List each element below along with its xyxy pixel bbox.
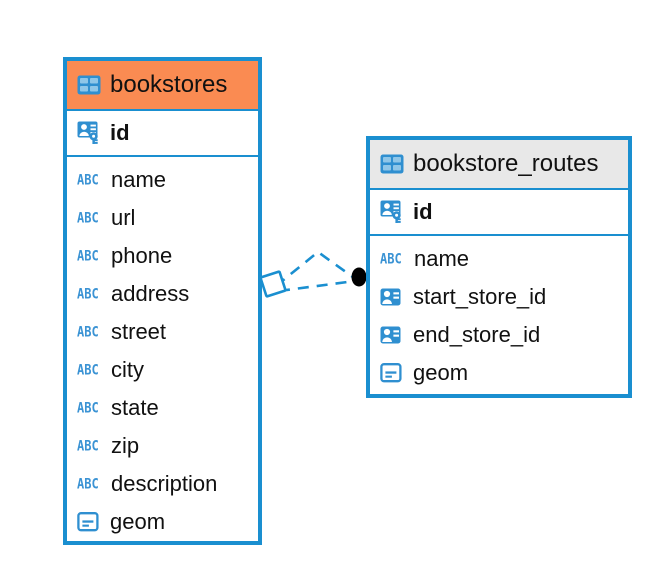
column-row-id[interactable]: id: [67, 111, 258, 155]
text-type-icon: ABC: [77, 475, 99, 493]
column-row-geom[interactable]: geom: [67, 503, 258, 541]
foreign-key-icon: [380, 288, 401, 306]
column-label-zip: zip: [111, 433, 140, 458]
column-row-street[interactable]: ABC street: [67, 313, 258, 351]
column-label-phone: phone: [111, 243, 173, 268]
relationship-source-diamond-icon: [259, 270, 287, 298]
geometry-type-icon: [77, 512, 99, 532]
text-type-icon: ABC: [380, 250, 402, 268]
column-row-url[interactable]: ABC url: [67, 199, 258, 237]
text-type-icon: ABC: [77, 209, 99, 227]
columns-section-bookstores: ABC name ABC url ABC phone ABC address A…: [67, 157, 258, 547]
primary-key-section-bookstore-routes: id: [370, 188, 628, 236]
column-row-zip[interactable]: ABC zip: [67, 427, 258, 465]
column-label-id: id: [110, 120, 130, 145]
text-type-icon: ABC: [77, 247, 99, 265]
column-label-start-store-id: start_store_id: [413, 284, 547, 309]
geometry-type-icon: [380, 363, 402, 383]
column-label-end-store-id: end_store_id: [413, 322, 541, 347]
column-row-description[interactable]: ABC description: [67, 465, 258, 503]
column-row-geom[interactable]: geom: [370, 354, 628, 392]
column-row-name[interactable]: ABC name: [370, 240, 628, 278]
relationship-line-upper: [275, 250, 358, 288]
text-type-icon: ABC: [77, 171, 99, 189]
text-type-icon: ABC: [77, 437, 99, 455]
entity-header-bookstores[interactable]: bookstores: [67, 61, 258, 109]
primary-key-icon: [77, 121, 98, 144]
columns-section-bookstore-routes: ABC name start_store_id: [370, 236, 628, 398]
column-label-address: address: [111, 281, 190, 306]
column-row-city[interactable]: ABC city: [67, 351, 258, 389]
column-label-name: name: [414, 246, 470, 271]
text-type-icon: ABC: [77, 361, 99, 379]
relationship-line-lower: [278, 279, 356, 293]
foreign-key-icon: [380, 326, 401, 344]
relationship-target-dot-icon: [351, 267, 367, 287]
column-label-name: name: [111, 167, 167, 192]
column-label-url: url: [111, 205, 136, 230]
column-row-id[interactable]: id: [370, 190, 628, 234]
entity-header-bookstore-routes[interactable]: bookstore_routes: [370, 140, 628, 188]
column-label-description: description: [111, 471, 218, 496]
entity-table-bookstore-routes[interactable]: bookstore_routes: [366, 136, 632, 398]
entity-title-bookstore-routes: bookstore_routes: [413, 150, 599, 177]
column-label-geom: geom: [413, 360, 469, 385]
column-row-phone[interactable]: ABC phone: [67, 237, 258, 275]
entity-title-bookstores: bookstores: [110, 71, 228, 98]
column-row-state[interactable]: ABC state: [67, 389, 258, 427]
primary-key-section-bookstores: id: [67, 109, 258, 157]
primary-key-icon: [380, 200, 401, 223]
table-grid-icon: [77, 75, 101, 95]
column-row-name[interactable]: ABC name: [67, 161, 258, 199]
entity-table-bookstores[interactable]: bookstores: [63, 57, 262, 545]
column-label-city: city: [111, 357, 144, 382]
column-row-end-store-id[interactable]: end_store_id: [370, 316, 628, 354]
column-label-geom: geom: [110, 509, 166, 534]
text-type-icon: ABC: [77, 323, 99, 341]
column-label-id: id: [413, 199, 433, 224]
text-type-icon: ABC: [77, 399, 99, 417]
column-label-state: state: [111, 395, 159, 420]
text-type-icon: ABC: [77, 285, 99, 303]
column-row-start-store-id[interactable]: start_store_id: [370, 278, 628, 316]
column-row-address[interactable]: ABC address: [67, 275, 258, 313]
table-grid-icon: [380, 154, 404, 174]
column-label-street: street: [111, 319, 167, 344]
